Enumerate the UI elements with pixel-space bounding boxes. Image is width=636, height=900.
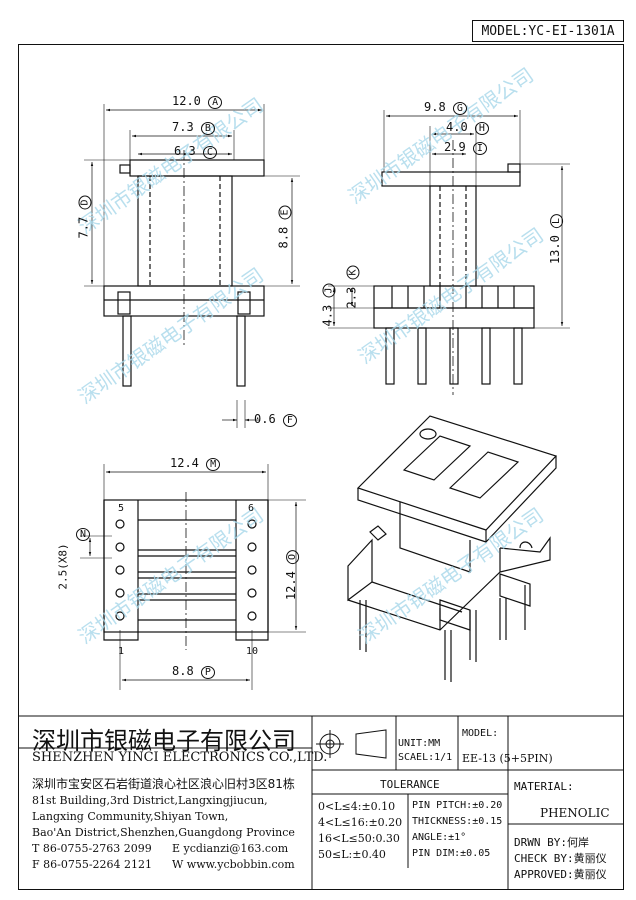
dim-k: 2.3 K bbox=[344, 265, 360, 308]
tolerance-2: 4<L≤16:±0.20 bbox=[318, 816, 403, 829]
dim-g: 9.8 G bbox=[424, 100, 467, 115]
dim-h: 4.0 H bbox=[446, 120, 489, 135]
company-email: E ycdianzi@163.com bbox=[172, 842, 289, 855]
company-fax: F 86-0755-2264 2121 bbox=[32, 858, 153, 871]
pin-label-10: 10 bbox=[246, 646, 259, 657]
pin-pitch: PIN PITCH:±0.20 bbox=[412, 800, 503, 811]
model-label: MODEL:YC-EI-1301A bbox=[472, 20, 624, 42]
pin-label-1: 1 bbox=[118, 646, 125, 657]
drawing-frame bbox=[18, 44, 624, 890]
dim-p: 8.8 P bbox=[172, 664, 215, 679]
callout-n: N bbox=[76, 528, 91, 541]
company-tel: T 86-0755-2763 2099 bbox=[32, 842, 152, 855]
drawn-by: DRWN BY:何岸 bbox=[514, 836, 589, 849]
front-view bbox=[84, 104, 300, 428]
company-web: W www.ycbobbin.com bbox=[172, 858, 295, 871]
dim-c: 6.3 C bbox=[174, 144, 217, 159]
company-address-en-2: Langxing Community,Shiyan Town, bbox=[32, 810, 229, 823]
tolerance-1: 0<L≤4:±0.10 bbox=[318, 800, 396, 813]
pin-label-6: 6 bbox=[248, 503, 255, 514]
angle: ANGLE:±1° bbox=[412, 832, 467, 843]
model-label-small: MODEL: bbox=[462, 728, 499, 739]
dim-n: 2.5(X8) bbox=[56, 543, 70, 590]
dim-a: 12.0 A bbox=[172, 94, 223, 109]
bottom-view bbox=[80, 464, 306, 690]
dim-j: 4.3 J bbox=[320, 283, 336, 326]
tolerance-3: 16<L≤50:0.30 bbox=[318, 832, 400, 845]
dim-l: 13.0 L bbox=[548, 213, 564, 264]
dim-e: 8.8 E bbox=[276, 205, 292, 248]
model-value: EE-13 (5+5PIN) bbox=[462, 752, 553, 765]
unit-label: UNIT:MM bbox=[398, 738, 441, 749]
dim-f: 0.6 F bbox=[254, 412, 297, 427]
company-address-en-1: 81st Building,3rd District,Langxingjiucu… bbox=[32, 794, 268, 807]
dim-d: 7.7 D bbox=[76, 195, 92, 238]
material-value: PHENOLIC bbox=[540, 806, 610, 820]
dim-b: 7.3 B bbox=[172, 120, 215, 135]
tolerance-4: 50≤L:±0.40 bbox=[318, 848, 386, 861]
checked-by: CHECK BY:黄丽仪 bbox=[514, 852, 607, 865]
side-view bbox=[328, 110, 570, 395]
pin-label-5: 5 bbox=[118, 503, 125, 514]
isometric-view bbox=[347, 415, 558, 682]
company-name-en: SHENZHEN YINCI ELECTRONICS CO.,LTD. bbox=[32, 750, 328, 765]
material-label: MATERIAL: bbox=[514, 780, 574, 793]
title-block-lines bbox=[18, 715, 624, 890]
dim-m: 12.4 M bbox=[170, 456, 221, 471]
approved-by: APPROVED:黄丽仪 bbox=[514, 868, 607, 881]
dim-o: 12.4 O bbox=[284, 549, 300, 600]
dim-i: 2.9 I bbox=[444, 140, 487, 155]
tolerance-title: TOLERANCE bbox=[380, 778, 440, 791]
company-address-cn: 深圳市宝安区石岩街道浪心社区浪心旧村3区81栋 bbox=[32, 777, 295, 791]
company-address-en-3: Bao'An District,Shenzhen,Guangdong Provi… bbox=[32, 826, 295, 839]
company-name-cn: 深圳市银磁电子有限公司 bbox=[32, 727, 296, 755]
pin-dim: PIN DIM:±0.05 bbox=[412, 848, 491, 859]
thickness: THICKNESS:±0.15 bbox=[412, 816, 503, 827]
scale-label: SCAEL:1/1 bbox=[398, 752, 453, 763]
